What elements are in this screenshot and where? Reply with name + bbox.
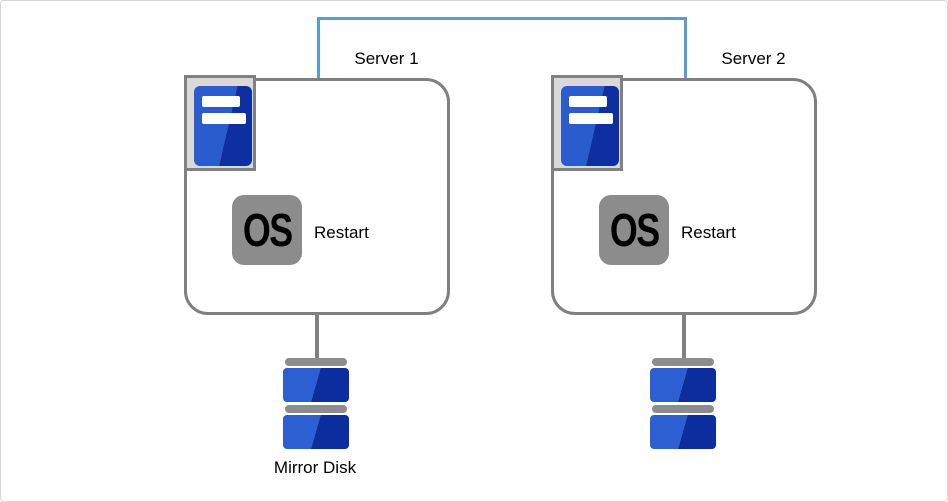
- server-icon-slot: [569, 96, 607, 107]
- server1-label: Server 1: [354, 49, 419, 68]
- server1-group: Server 1 OS Restart Mirror Disk: [184, 1, 451, 501]
- server2-group: Server 2 OS Restart: [551, 1, 818, 501]
- server-icon-slot: [202, 96, 240, 107]
- mirror-disk-icon-bar: [652, 358, 714, 366]
- os-icon-label: OS: [609, 204, 660, 256]
- server2-disk-link-line: [682, 313, 686, 360]
- interconnect-line-vertical-left: [317, 17, 320, 79]
- server-tower-icon: [551, 75, 623, 171]
- server-tower-icon: [184, 75, 256, 171]
- server-tower-icon-body: [194, 86, 252, 166]
- os-icon-label: OS: [242, 204, 293, 256]
- server1-restart-label: Restart: [314, 223, 369, 242]
- mirror-disk-icon-platter: [650, 368, 716, 402]
- server1-disk-link-line: [315, 313, 319, 360]
- mirror-disk-icon-bar: [285, 358, 347, 366]
- server2-restart-label: Restart: [681, 223, 736, 242]
- server-icon-slot: [569, 113, 613, 124]
- mirror-disk-label: Mirror Disk: [273, 458, 357, 477]
- os-icon: OS: [599, 195, 669, 265]
- server-tower-icon-body: [561, 86, 619, 166]
- mirror-disk-icon-bar: [285, 405, 347, 413]
- mirror-disk-icon-platter: [283, 368, 349, 402]
- interconnect-line-vertical-right: [684, 17, 687, 79]
- server-icon-slot: [202, 113, 246, 124]
- mirror-disk-icon-bar: [652, 405, 714, 413]
- os-icon: OS: [232, 195, 302, 265]
- mirror-disk-icon-platter: [283, 415, 349, 449]
- interconnect-line-horizontal: [317, 17, 687, 20]
- mirror-disk-icon-platter: [650, 415, 716, 449]
- server2-label: Server 2: [721, 49, 786, 68]
